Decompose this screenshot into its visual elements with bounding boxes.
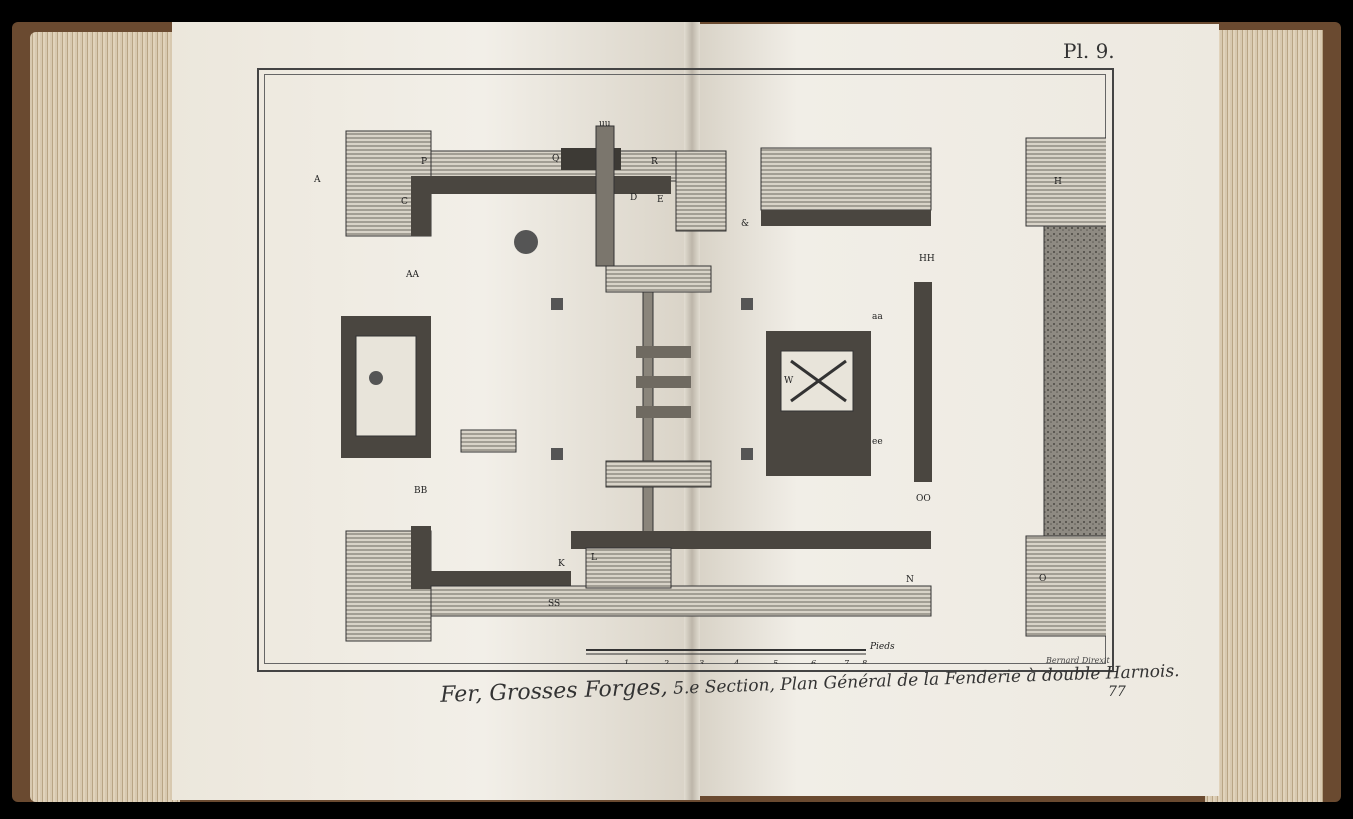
label-L: L [591, 553, 597, 563]
bollards [460, 230, 753, 460]
label-uu: uu [599, 119, 611, 129]
lower-canal [345, 526, 932, 642]
label-K: K [558, 559, 565, 569]
label-C: C [401, 197, 408, 207]
label-D: D [630, 193, 637, 203]
page-edges-left [30, 32, 180, 802]
label-N: N [906, 575, 914, 585]
scale-tick: 5 [773, 659, 778, 664]
page-edges-right [1205, 30, 1323, 802]
plate-number: Pl. 9. [1063, 39, 1115, 63]
label-R: R [651, 157, 658, 167]
label-ee: ee [872, 437, 883, 447]
label-amp: & [741, 219, 749, 229]
upper-canal [345, 125, 727, 267]
scale-tick: 6 [811, 659, 816, 664]
scale-tick: 8 [862, 659, 867, 664]
scale-tick: 7 [844, 659, 850, 664]
scale-bar-icon [586, 649, 866, 655]
label-BB: BB [414, 486, 428, 496]
engraver-signature: Bernard Direxit [1046, 656, 1110, 665]
label-W: W [784, 376, 794, 386]
left-room [341, 316, 431, 458]
label-H: H [1054, 177, 1062, 187]
plate-frame [257, 68, 1114, 672]
label-O: O [1039, 574, 1046, 584]
scale-unit: Pieds [869, 642, 895, 652]
label-AA: AA [405, 270, 419, 280]
upper-right-canal [760, 147, 932, 226]
label-P: P [421, 157, 427, 167]
label-SS: SS [548, 599, 560, 609]
label-E: E [657, 195, 664, 205]
right-room [766, 282, 932, 482]
label-HH: HH [919, 254, 935, 264]
water-channel [1025, 137, 1106, 637]
engraved-plan: A AA BB HH OO & P Q R C D E H N O K L W … [313, 119, 1106, 664]
scale-tick: 2 [663, 659, 669, 664]
scale-tick: 4 [733, 659, 739, 664]
label-OO: OO [916, 494, 931, 504]
label-aa: aa [872, 312, 883, 322]
label-A: A [313, 175, 321, 185]
page-number: 77 [1108, 684, 1126, 700]
scale-ticks: 1 2 3 4 5 6 7 8 [624, 659, 867, 664]
scale-tick: 3 [699, 659, 704, 664]
label-Q: Q [552, 154, 559, 164]
scale-tick: 1 [624, 659, 629, 664]
central-shaft [605, 265, 712, 567]
